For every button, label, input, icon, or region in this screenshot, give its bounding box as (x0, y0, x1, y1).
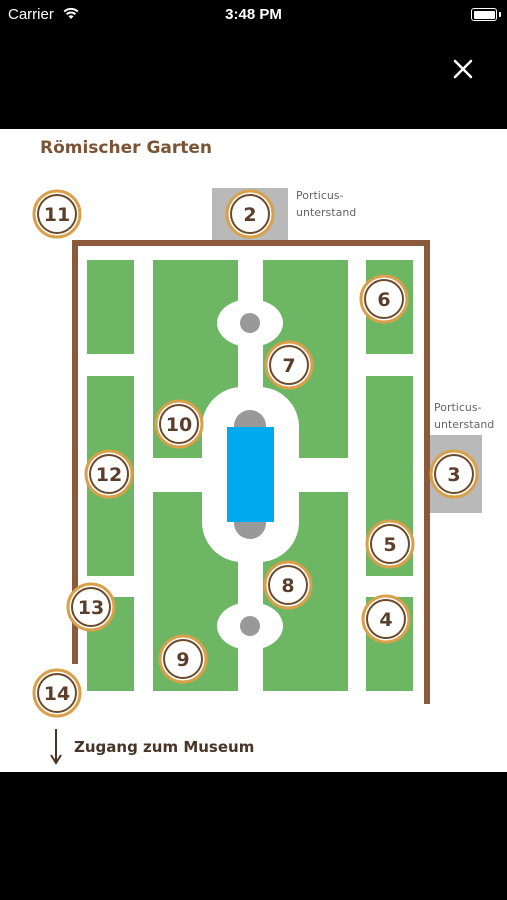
marker-5[interactable]: 5 (365, 519, 415, 569)
marker-10[interactable]: 10 (154, 399, 204, 449)
status-bar: Carrier 3:48 PM (0, 0, 507, 30)
central-fountain (227, 427, 274, 522)
porticus-note-right-1: Porticus- (434, 401, 482, 414)
marker-6[interactable]: 6 (359, 274, 409, 324)
svg-text:8: 8 (281, 575, 294, 597)
garden-wall (72, 240, 430, 704)
battery-icon (471, 8, 501, 21)
arrow-down-icon (50, 729, 62, 765)
svg-text:12: 12 (96, 464, 122, 486)
plaza-north-stone (240, 313, 260, 333)
porticus-note-top-1: Porticus- (296, 189, 344, 202)
svg-text:14: 14 (44, 683, 70, 705)
carrier-label: Carrier (8, 6, 54, 23)
marker-11[interactable]: 11 (32, 189, 82, 239)
clock: 3:48 PM (225, 6, 282, 23)
svg-text:11: 11 (44, 204, 70, 226)
marker-3[interactable]: 3 (429, 449, 479, 499)
svg-text:6: 6 (377, 289, 390, 311)
marker-12[interactable]: 12 (84, 449, 134, 499)
svg-text:2: 2 (243, 204, 256, 226)
svg-text:13: 13 (78, 597, 104, 619)
svg-text:9: 9 (176, 649, 189, 671)
svg-text:3: 3 (447, 464, 460, 486)
svg-text:10: 10 (166, 414, 192, 436)
svg-text:7: 7 (282, 355, 295, 377)
marker-14[interactable]: 14 (32, 668, 82, 718)
porticus-note-top-2: unterstand (296, 206, 356, 219)
marker-13[interactable]: 13 (66, 582, 116, 632)
marker-8[interactable]: 8 (263, 560, 313, 610)
wifi-icon (63, 7, 79, 19)
marker-4[interactable]: 4 (361, 594, 411, 644)
porticus-note-right-2: unterstand (434, 418, 494, 431)
plaza-south-stone (240, 616, 260, 636)
svg-text:5: 5 (383, 534, 396, 556)
garden-map: Römischer Garten Porticus- unterstand Po… (0, 129, 507, 772)
close-icon[interactable] (448, 54, 478, 84)
map-title: Römischer Garten (40, 138, 212, 158)
svg-text:4: 4 (379, 609, 392, 631)
marker-9[interactable]: 9 (158, 634, 208, 684)
access-label: Zugang zum Museum (74, 738, 254, 756)
marker-7[interactable]: 7 (264, 340, 314, 390)
marker-2[interactable]: 2 (225, 189, 275, 239)
